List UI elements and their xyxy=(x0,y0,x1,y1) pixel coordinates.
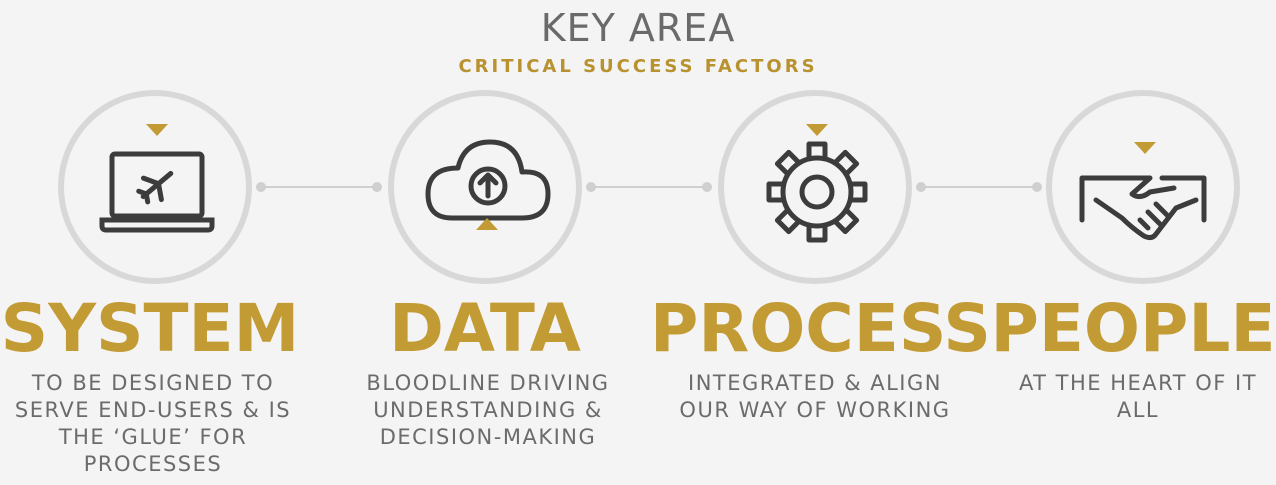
factor-data-circle xyxy=(388,90,582,284)
factor-people-circle xyxy=(1046,90,1240,284)
connector-dot xyxy=(372,182,382,192)
page-title: KEY AREA xyxy=(540,6,736,50)
connector-dot xyxy=(1032,182,1042,192)
factor-description-process: INTEGRATED & ALIGN OUR WAY OF WORKING xyxy=(679,371,951,422)
connector-dot xyxy=(256,182,266,192)
factor-system-circle xyxy=(58,90,252,284)
connector-dot xyxy=(916,182,926,192)
page-subtitle: CRITICAL SUCCESS FACTORS xyxy=(458,56,818,77)
factor-process-circle xyxy=(718,90,912,284)
factor-description-system: TO BE DESIGNED TO SERVE END-USERS & IS T… xyxy=(14,371,292,476)
laptop-airplane-icon xyxy=(99,124,215,233)
connector-dot xyxy=(702,182,712,192)
factor-title-data: DATA xyxy=(389,290,581,367)
connector-line xyxy=(920,186,1038,188)
factor-description-people: AT THE HEART OF IT ALL xyxy=(1018,371,1258,422)
factor-description-data: BLOODLINE DRIVING UNDERSTANDING & DECISI… xyxy=(366,371,610,449)
cloud-upload-icon xyxy=(425,139,551,230)
factor-title-process: PROCESS xyxy=(650,290,991,367)
connector-dot xyxy=(586,182,596,192)
gear-icon xyxy=(766,124,868,243)
factor-title-people: PEOPLE xyxy=(990,290,1276,367)
connector-line xyxy=(590,186,708,188)
factor-title-system: SYSTEM xyxy=(0,290,300,367)
connector-line xyxy=(260,186,378,188)
handshake-icon xyxy=(1079,142,1207,241)
